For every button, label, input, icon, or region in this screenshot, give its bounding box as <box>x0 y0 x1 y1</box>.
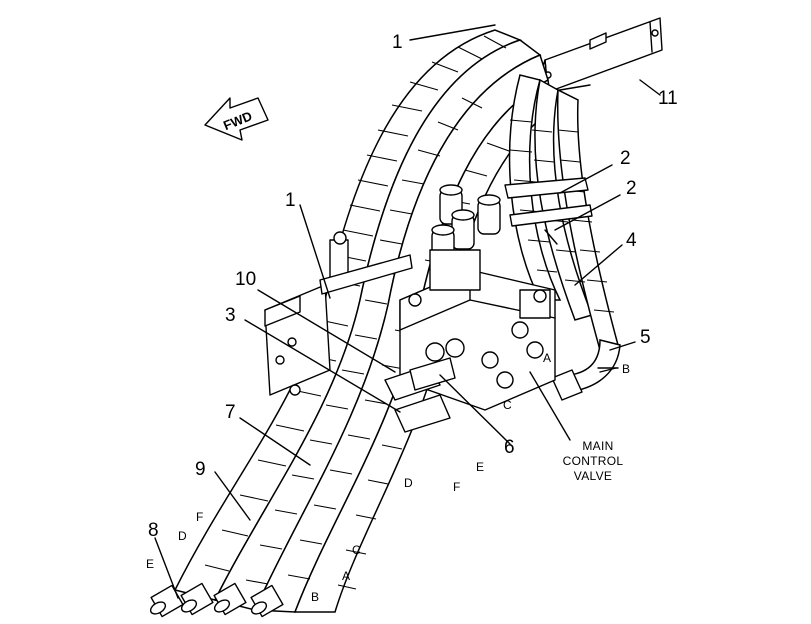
forward-direction-arrow: FWD <box>204 97 269 141</box>
fitting-d <box>180 582 214 616</box>
left-mount-plate <box>264 231 422 396</box>
port-b-valve: B <box>622 362 630 376</box>
port-f-valve: F <box>453 480 460 494</box>
port-c-valve: C <box>503 398 512 412</box>
callout-9: 9 <box>195 459 206 480</box>
fitting-e <box>149 584 184 618</box>
valve-spool-caps <box>429 184 501 291</box>
leader-lines <box>154 24 661 599</box>
callout-1-top: 1 <box>392 32 403 53</box>
port-d-hose: D <box>178 529 187 543</box>
callout-7: 7 <box>225 402 236 423</box>
callout-5: 5 <box>640 327 651 348</box>
port-letters: A B C D E F F D E C A B <box>146 351 630 604</box>
callout-11: 11 <box>658 88 678 109</box>
hose-bundle-right <box>504 74 621 401</box>
fitting-f <box>213 582 247 616</box>
port-a-hose: A <box>342 569 350 583</box>
callout-6: 6 <box>504 437 515 458</box>
callout-2-a: 2 <box>620 148 631 169</box>
callout-1-mid: 1 <box>285 190 296 211</box>
port-f-hose: F <box>196 510 203 524</box>
port-b-hose: B <box>311 590 319 604</box>
main-control-valve <box>384 184 556 433</box>
caption-line-1: MAIN <box>582 439 613 453</box>
callout-numbers: 1 1 2 2 3 4 5 6 7 8 9 10 11 <box>148 32 678 541</box>
main-control-valve-caption: MAIN CONTROL VALVE <box>563 439 624 483</box>
callout-8: 8 <box>148 520 159 541</box>
port-e-valve: E <box>476 460 484 474</box>
port-a-valve: A <box>543 351 551 365</box>
caption-line-2: CONTROL <box>563 454 624 468</box>
port-d-valve: D <box>404 476 413 490</box>
callout-4: 4 <box>626 230 637 251</box>
fitting-b <box>250 584 284 618</box>
caption-line-3: VALVE <box>574 469 612 483</box>
hose-end-fittings <box>149 582 284 618</box>
callout-2-b: 2 <box>626 178 637 199</box>
port-c-hose: C <box>352 543 361 557</box>
port-e-hose: E <box>146 557 154 571</box>
callout-3: 3 <box>225 305 236 326</box>
callout-10: 10 <box>235 269 256 290</box>
